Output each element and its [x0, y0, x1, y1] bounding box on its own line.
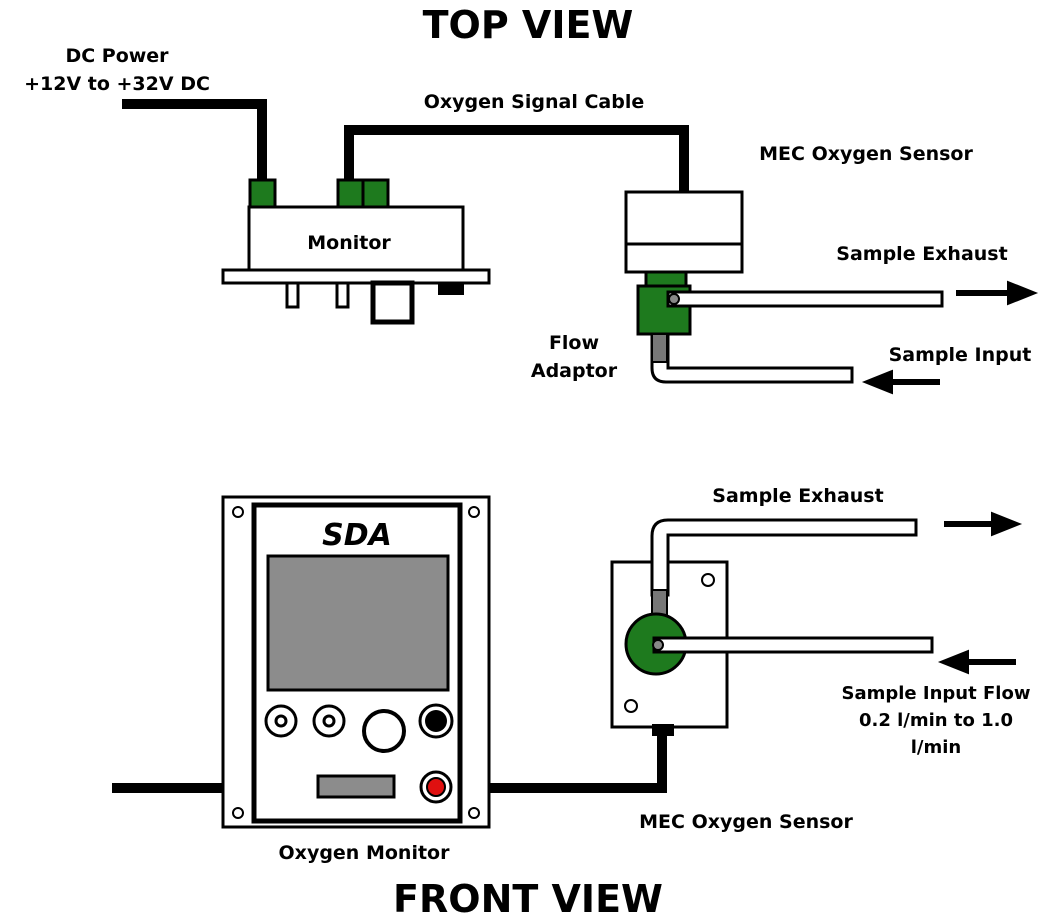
sample-input-flow-range: 0.2 l/min to 1.0: [859, 710, 1013, 731]
dc-power-label: DC Power: [65, 45, 169, 67]
signal-connector-1: [336, 178, 365, 209]
exhaust-tube-top: [666, 290, 944, 308]
input-tube-top: [650, 332, 854, 384]
monitor-screen: [266, 554, 450, 692]
sensor-cable-connector: [652, 724, 674, 736]
monitor-large-knob: [370, 280, 415, 325]
mount-screw-tl: [232, 506, 244, 518]
flow-adaptor-label-line2: Adaptor: [531, 360, 618, 382]
top-view-title: TOP VIEW: [423, 3, 634, 47]
signal-cable-front: [490, 736, 667, 793]
mec-oxygen-sensor-top: [624, 190, 744, 274]
dc-power-voltage-label: +12V to +32V DC: [24, 73, 210, 95]
sda-logo: SDA: [322, 518, 392, 553]
power-connector: [248, 178, 277, 209]
sample-input-top-label: Sample Input: [889, 344, 1032, 366]
sample-exhaust-front-label: Sample Exhaust: [712, 485, 883, 507]
mec-oxygen-sensor-top-label: MEC Oxygen Sensor: [759, 143, 973, 165]
sample-input-flow-label: Sample Input Flow: [842, 683, 1031, 704]
monitor-front-panel: [221, 268, 491, 285]
monitor-knob-1: [285, 281, 300, 309]
exhaust-arrow-front: [944, 511, 1023, 537]
monitor-knob-2: [335, 281, 350, 309]
exhaust-port: [668, 293, 680, 305]
control-knob: [362, 709, 406, 753]
mount-screw-bl: [232, 807, 244, 819]
exhaust-tube-front: [650, 518, 918, 597]
control-black-button: [425, 710, 447, 732]
monitor-button: [438, 283, 464, 295]
dc-power-cable: [122, 99, 267, 182]
oxygen-monitor-label: Oxygen Monitor: [279, 842, 451, 864]
oxygen-signal-cable-label: Oxygen Signal Cable: [424, 91, 644, 113]
exhaust-arrow-top: [956, 280, 1039, 306]
sensor-screw-top: [701, 573, 715, 587]
sample-exhaust-top-label: Sample Exhaust: [836, 243, 1007, 265]
monitor-label-plate: [316, 774, 396, 799]
mec-oxygen-sensor-front-label: MEC Oxygen Sensor: [639, 811, 853, 833]
monitor-top-body: [247, 205, 465, 272]
input-arrow-top: [861, 369, 940, 395]
input-tube-coupler: [651, 333, 668, 363]
control-jack-2-center: [322, 714, 336, 728]
sensor-screw-bottom: [624, 699, 638, 713]
input-port-front: [652, 639, 664, 651]
input-tube-front: [652, 636, 934, 654]
control-jack-1-center: [274, 714, 288, 728]
front-view-title: FRONT VIEW: [393, 877, 663, 921]
alarm-red-button: [426, 777, 446, 797]
oxygen-signal-cable: [344, 125, 689, 192]
mount-screw-tr: [468, 506, 480, 518]
flow-adaptor-label: Flow: [549, 332, 599, 354]
signal-connector-2: [361, 178, 390, 209]
input-arrow-front: [937, 649, 1016, 675]
monitor-label: Monitor: [307, 232, 391, 254]
sample-input-flow-unit: l/min: [911, 737, 961, 758]
mount-screw-br: [468, 807, 480, 819]
